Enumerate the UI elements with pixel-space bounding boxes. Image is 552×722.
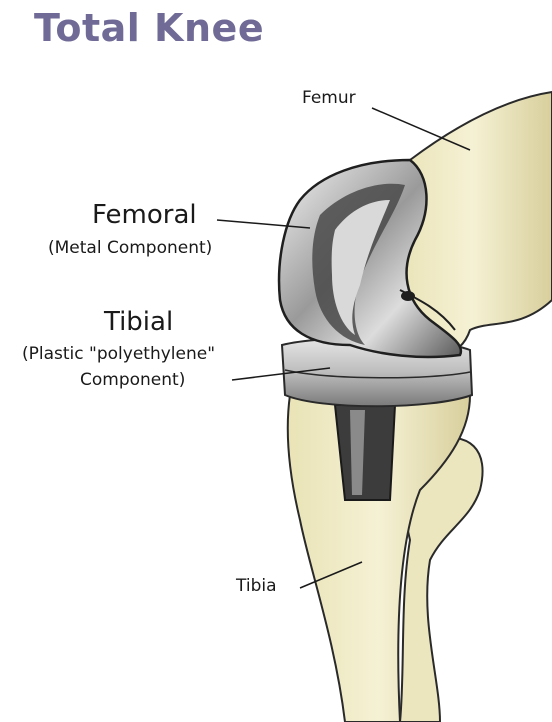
femur-label: Femur: [302, 88, 356, 108]
tibia-label: Tibia: [236, 576, 277, 596]
tibial-label: Tibial: [104, 307, 173, 337]
femoral-sub-label: (Metal Component): [48, 238, 212, 258]
tibial-sub-label-1: (Plastic "polyethylene": [22, 344, 215, 364]
tibial-sub-label-2: Component): [80, 370, 185, 390]
tibial-stem: [335, 405, 395, 500]
femoral-label: Femoral: [92, 200, 197, 230]
